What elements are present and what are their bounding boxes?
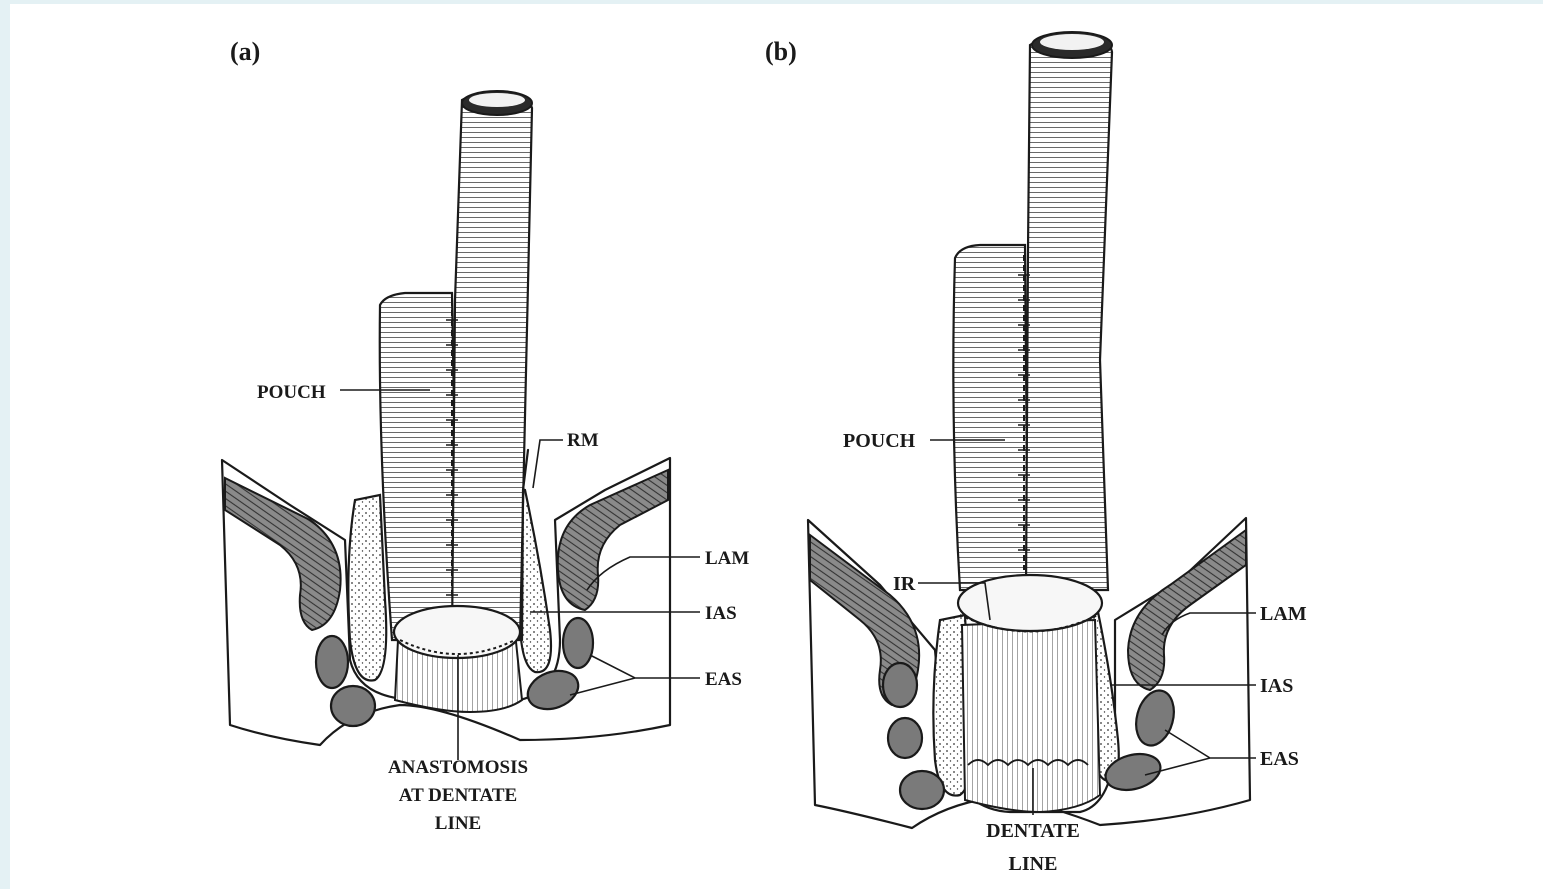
- label-pouch-a: POUCH: [257, 382, 326, 403]
- internal-sphincter-left-a: [348, 495, 386, 681]
- label-dentate-line2: LINE: [1009, 853, 1058, 875]
- label-pouch-b: POUCH: [843, 430, 916, 452]
- label-eas-a: EAS: [705, 669, 742, 690]
- panel-a: (a): [222, 37, 749, 834]
- panel-b-tag: (b): [765, 37, 797, 66]
- label-anastomosis-line2: AT DENTATE: [399, 785, 517, 806]
- label-rm-a: RM: [567, 430, 599, 451]
- panel-b: (b): [765, 32, 1307, 875]
- anal-canal-b: [962, 620, 1100, 812]
- label-ias-b: IAS: [1260, 675, 1293, 697]
- external-sphincter-4-a: [522, 664, 583, 716]
- label-anastomosis-line1: ANASTOMOSIS: [388, 757, 528, 778]
- label-ias-a: IAS: [705, 603, 737, 624]
- pouch-limb-b: [953, 245, 1028, 590]
- label-lam-b: LAM: [1260, 603, 1307, 625]
- colon-tube-b: [1026, 34, 1112, 590]
- label-dentate-line1: DENTATE: [986, 820, 1080, 842]
- anastomosis-ring-a: [394, 606, 520, 658]
- external-sphincter-3-b: [900, 771, 944, 809]
- label-lam-a: LAM: [705, 548, 749, 569]
- external-sphincter-1-a: [316, 636, 348, 688]
- external-sphincter-3-a: [563, 618, 593, 668]
- colon-tube-a: [452, 92, 532, 640]
- panel-a-tag: (a): [230, 37, 260, 66]
- label-eas-b: EAS: [1260, 748, 1299, 770]
- external-sphincter-2-b: [888, 718, 922, 758]
- external-sphincter-4-b: [1130, 686, 1179, 749]
- label-anastomosis-line3: LINE: [435, 813, 481, 834]
- label-ir-b: IR: [893, 573, 916, 595]
- external-sphincter-1-b: [883, 663, 917, 707]
- levator-ani-right-b: [1128, 530, 1246, 690]
- external-sphincter-2-a: [331, 686, 375, 726]
- levator-ani-right-a: [558, 470, 668, 610]
